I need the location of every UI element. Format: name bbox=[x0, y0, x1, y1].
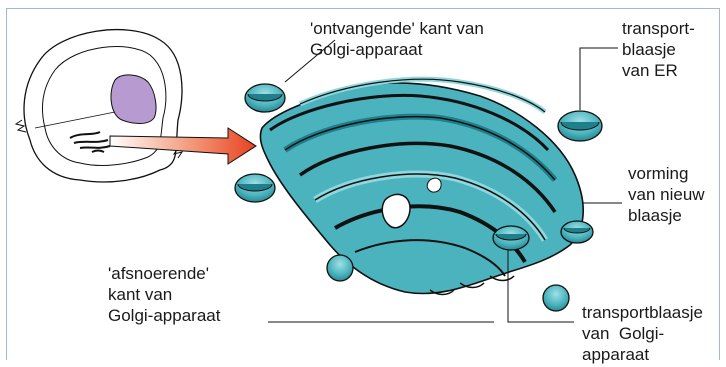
vesicle-forming-1 bbox=[493, 226, 529, 250]
cell-sketch bbox=[16, 30, 182, 182]
label-receiving-side: 'ontvangende' kant van Golgi-apparaat bbox=[310, 18, 484, 60]
label-new-vesicle: vorming van nieuw blaasje bbox=[628, 163, 705, 226]
golgi-pore-2 bbox=[427, 178, 441, 192]
label-releasing-side: 'afsnoerende' kant van Golgi-apparaat bbox=[108, 263, 220, 326]
leader-er bbox=[580, 48, 618, 110]
vesicle-forming-2 bbox=[561, 221, 593, 243]
golgi-apparatus bbox=[260, 79, 583, 294]
label-er-vesicle: transport- blaasje van ER bbox=[622, 18, 695, 81]
cell-outline bbox=[24, 30, 182, 182]
vesicle-released-1 bbox=[327, 255, 353, 281]
vesicle-receiving-mid bbox=[235, 174, 275, 202]
vesicle-released-2 bbox=[543, 285, 569, 311]
vesicle-receiving-top bbox=[245, 84, 285, 112]
vesicle-er bbox=[558, 111, 602, 141]
label-golgi-vesicle: transportblaasje van Golgi- apparaat bbox=[582, 302, 703, 365]
